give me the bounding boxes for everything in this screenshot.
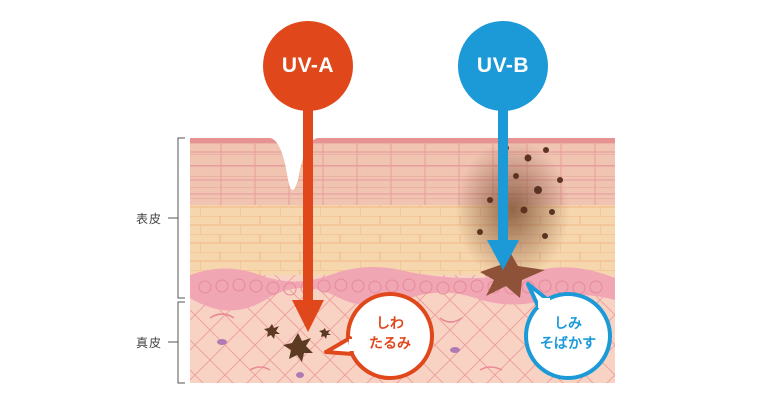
uva-arrow	[292, 110, 324, 332]
uva-circle: UV-A	[263, 21, 353, 111]
skin-layers	[190, 138, 615, 383]
uva-label: UV-A	[281, 54, 335, 77]
uvb-effect-line1: しみ	[554, 316, 582, 332]
uvb-arrow	[487, 110, 519, 270]
uvb-effect-text: しみ そばかす	[528, 314, 608, 354]
uva-effect-line2: たるみ	[369, 336, 411, 352]
melanocyte	[480, 252, 545, 298]
layer-brackets	[168, 137, 185, 384]
uva-effect-bubble	[324, 292, 434, 380]
uva-effect-line1: しわ	[376, 316, 404, 332]
uvb-circle: UV-B	[458, 21, 548, 111]
epidermis-label: 表皮	[136, 212, 163, 226]
dermis-label: 真皮	[136, 336, 163, 350]
uvb-effect-line2: そばかす	[539, 336, 597, 352]
collagen-damage	[264, 324, 331, 362]
uvb-label: UV-B	[476, 54, 530, 77]
uva-effect-text: しわ たるみ	[355, 314, 425, 354]
uvb-effect-bubble	[524, 282, 612, 380]
